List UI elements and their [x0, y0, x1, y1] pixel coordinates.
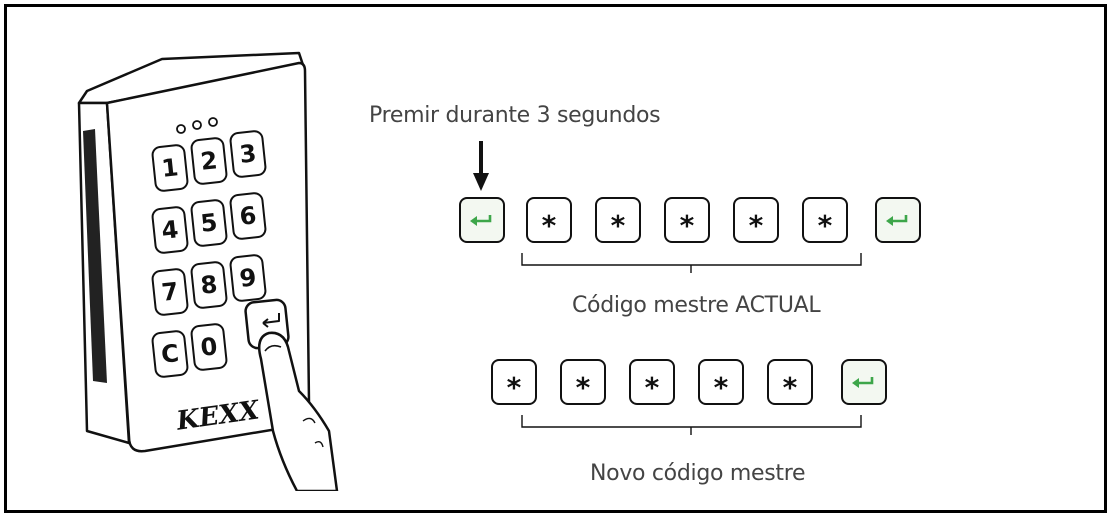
- new-code-bracket: [521, 415, 862, 435]
- code-digit-key: *: [491, 359, 537, 405]
- code-digit-symbol: *: [679, 208, 695, 242]
- code-digit-key: *: [767, 359, 813, 405]
- brand-logo: KEXX: [174, 395, 263, 437]
- down-arrow-icon: [473, 141, 489, 191]
- code-digit-symbol: *: [506, 370, 522, 404]
- enter-arrow-icon: [852, 377, 874, 388]
- code-digit-key: *: [629, 359, 675, 405]
- status-leds: [176, 117, 218, 134]
- finger-icon: [258, 331, 339, 491]
- enter-key-end-1: [875, 197, 921, 243]
- code-digit-symbol: *: [610, 208, 626, 242]
- code-digit-symbol: *: [575, 370, 591, 404]
- enter-arrow-icon: [886, 215, 908, 226]
- press-hold-caption: Premir durante 3 segundos: [369, 103, 661, 128]
- code-digit-key: *: [595, 197, 641, 243]
- current-code-caption: Código mestre ACTUAL: [572, 293, 821, 318]
- current-code-bracket: [521, 253, 862, 273]
- code-digit-key: *: [698, 359, 744, 405]
- new-code-caption: Novo código mestre: [590, 461, 806, 486]
- code-digit-key: *: [802, 197, 848, 243]
- code-digit-symbol: *: [713, 370, 729, 404]
- enter-key-start: [459, 197, 505, 243]
- code-digit-key: *: [560, 359, 606, 405]
- code-digit-key: *: [733, 197, 779, 243]
- code-digit-symbol: *: [817, 208, 833, 242]
- code-digit-symbol: *: [644, 370, 660, 404]
- code-digit-key: *: [526, 197, 572, 243]
- code-digit-symbol: *: [541, 208, 557, 242]
- enter-key-end-2: [841, 359, 887, 405]
- code-digit-key: *: [664, 197, 710, 243]
- code-digit-symbol: *: [748, 208, 764, 242]
- device-side-strip: [83, 129, 107, 383]
- code-digit-symbol: *: [782, 370, 798, 404]
- finger-pressing-illustration: KEXX: [174, 298, 339, 491]
- enter-arrow-icon: [470, 215, 492, 226]
